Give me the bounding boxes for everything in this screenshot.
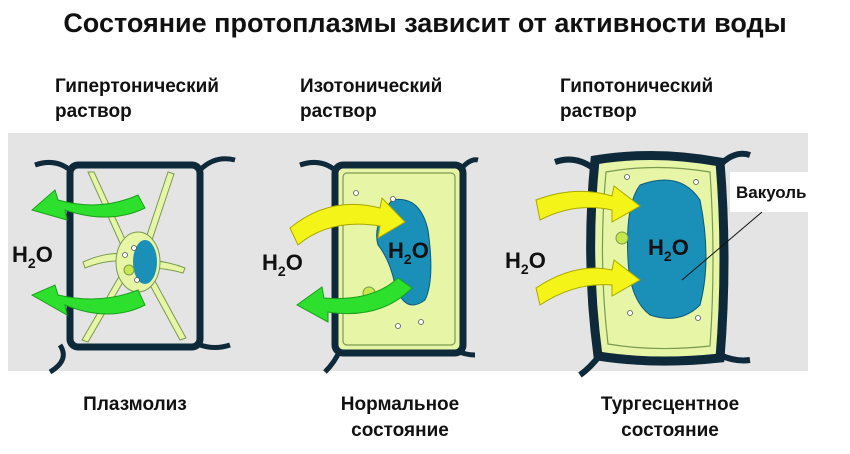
page-title: Состояние протоплазмы зависит от активно… xyxy=(63,8,786,38)
hypotonic-label-line2: раствор xyxy=(560,101,637,122)
h2o-label-1: H2O xyxy=(12,242,53,271)
normal-state-label-line2: состояние xyxy=(351,420,449,441)
water-in-arrow xyxy=(289,196,406,246)
plasmolyzed-cell xyxy=(34,156,236,375)
hypertonic-label-line1: Гипертонический xyxy=(55,76,219,97)
hypotonic-label-line1: Гипотонический xyxy=(560,76,713,97)
h2o-label-2-vacuole: H2O xyxy=(388,238,429,267)
water-in-arrow xyxy=(535,185,641,306)
normal-state-label-line1: Нормальное xyxy=(341,394,459,415)
turgid-state-label-line1: Тургесцентное xyxy=(601,394,739,415)
h2o-label-3-vacuole: H2O xyxy=(648,235,689,264)
isotonic-label-line2: раствор xyxy=(300,101,377,122)
isotonic-label-line1: Изотонический xyxy=(300,76,442,97)
hypertonic-label-line2: раствор xyxy=(55,101,132,122)
h2o-label-3-outside: H2O xyxy=(505,248,546,277)
h2o-label-2-outside: H2O xyxy=(262,250,303,279)
vacuole-callout-box xyxy=(730,172,842,212)
water-out-arrow xyxy=(296,277,413,323)
water-out-arrow xyxy=(30,189,146,316)
shrunken-vacuole xyxy=(133,240,157,284)
plasmolysis-label: Плазмолиз xyxy=(83,394,187,415)
turgid-state-label-line2: состояние xyxy=(621,420,719,441)
vacuole-label: Вакуоль xyxy=(736,183,806,202)
vacuole-pointer-line xyxy=(681,211,763,281)
vacuole xyxy=(627,179,707,319)
